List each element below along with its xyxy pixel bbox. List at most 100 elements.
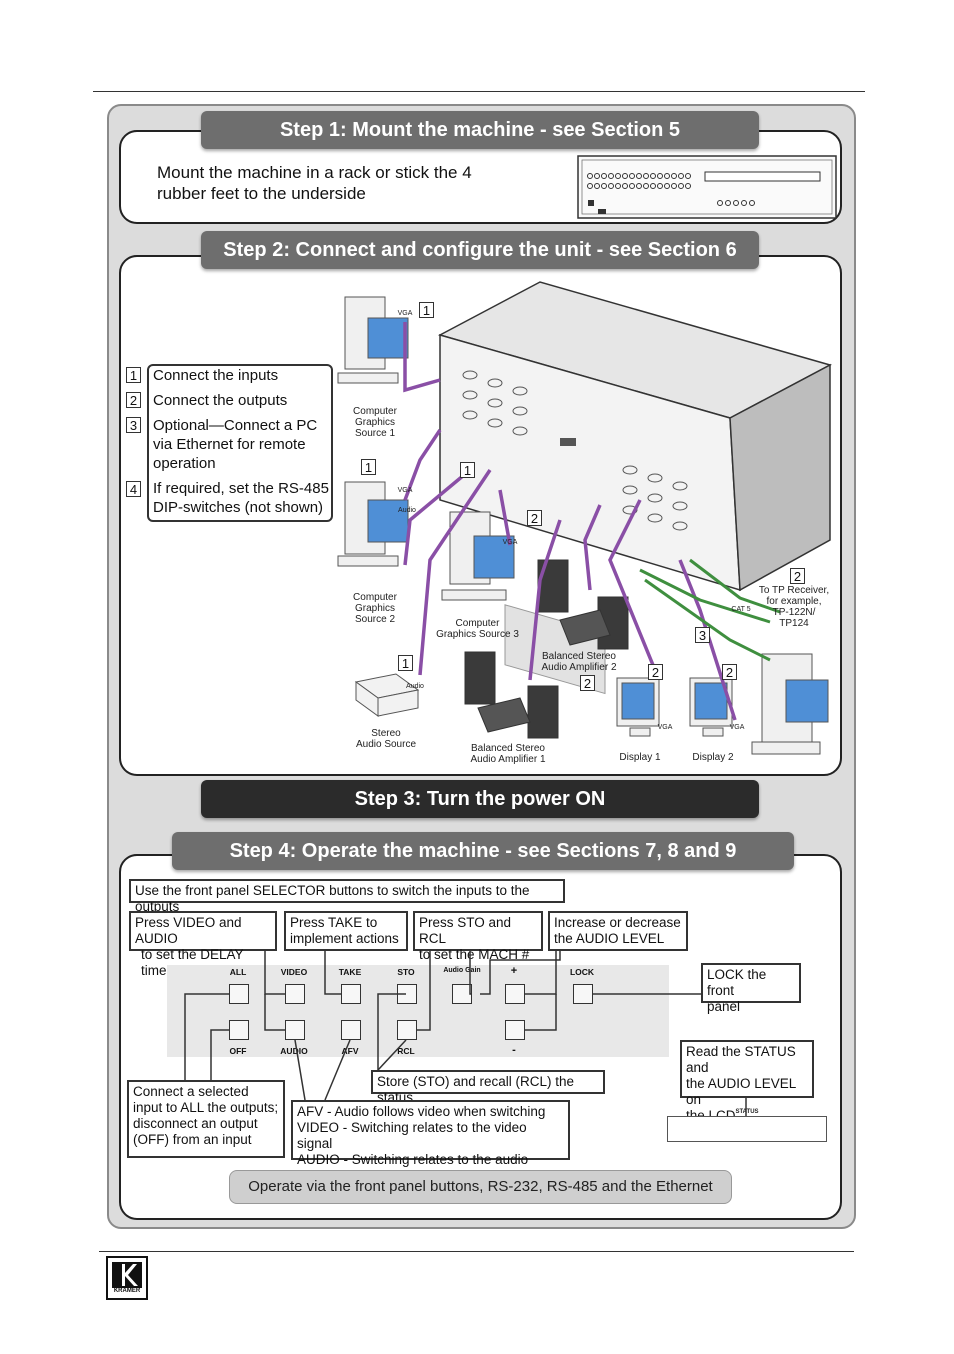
take-note-line1: Press TAKE to (290, 915, 378, 930)
step2-legend-box (147, 364, 333, 522)
callout-3-a: 3 (695, 627, 710, 643)
cg1-line1: Computer (353, 406, 397, 417)
lock-button[interactable] (573, 984, 593, 1004)
stereo-line2: Audio Source (355, 739, 417, 750)
store-note: Store (STO) and recall (RCL) the status (371, 1070, 605, 1105)
cg2-label: Computer Graphics Source 2 (340, 592, 410, 625)
take-note-line2: implement actions (290, 931, 399, 946)
status-lcd (667, 1116, 827, 1142)
label-afv: AFV (341, 1046, 359, 1056)
video-button[interactable] (285, 984, 305, 1004)
callout-2-a: 2 (527, 510, 542, 526)
status-note-line1: Read the STATUS and (686, 1044, 796, 1075)
vga-tag-1: VGA (397, 310, 413, 317)
label-minus: - (512, 1044, 516, 1056)
label-video: VIDEO (280, 967, 308, 977)
mach-note-line2: to set the MACH # (419, 947, 530, 962)
step2-title: Step 2: Connect and configure the unit -… (223, 239, 737, 261)
legend-text-4b: DIP-switches (not shown) (153, 499, 324, 516)
label-take: TAKE (338, 967, 362, 977)
legend-text-2: Connect the outputs (153, 392, 288, 409)
rcl-button[interactable] (397, 1020, 417, 1040)
connect-note: Connect a selected input to ALL the outp… (127, 1080, 285, 1158)
delay-note: Press VIDEO and AUDIO to set the DELAY t… (129, 911, 277, 978)
step3-banner: Step 3: Turn the power ON (201, 780, 759, 818)
legend-text-3b: via Ethernet for remote (153, 436, 306, 453)
connect-note-line4: (OFF) from an input (133, 1132, 252, 1147)
kramer-logo-text: KRAMER (113, 1288, 141, 1294)
callout-1-a: 1 (419, 302, 434, 318)
cg2-line1: Computer (353, 592, 397, 603)
connect-note-line1: Connect a selected (133, 1084, 249, 1099)
kramer-logo: KRAMER (106, 1256, 148, 1300)
plus-button[interactable] (505, 984, 525, 1004)
legend-num-1: 1 (126, 367, 141, 383)
all-button[interactable] (229, 984, 249, 1004)
cg3-line1: Computer (455, 618, 500, 629)
take-note: Press TAKE to implement actions (284, 911, 408, 951)
tp-line4: TP124 (779, 618, 809, 629)
minus-button[interactable] (505, 1020, 525, 1040)
tp-line3: TP-122N/ (772, 607, 816, 618)
legend-text-1: Connect the inputs (153, 367, 279, 384)
audio-tag-2: Audio (406, 683, 424, 690)
sto-button[interactable] (397, 984, 417, 1004)
callout-2-c: 2 (648, 664, 663, 680)
audio-gain-button[interactable] (452, 984, 472, 1004)
amp1-label: Balanced Stereo Audio Amplifier 1 (462, 743, 554, 765)
tp-line2: for example, (766, 596, 822, 607)
mach-note-line1: Press STO and RCL (419, 915, 512, 946)
connect-note-line3: disconnect an output (133, 1116, 258, 1131)
label-audio: AUDIO (280, 1046, 308, 1056)
step2-banner: Step 2: Connect and configure the unit -… (201, 231, 759, 269)
vga-tag-3: VGA (502, 539, 518, 546)
afv-note-line1: AFV - Audio follows video when switching (297, 1104, 546, 1119)
operate-note: Operate via the front panel buttons, RS-… (229, 1170, 732, 1204)
label-lock: LOCK (569, 967, 595, 977)
label-all: ALL (229, 967, 247, 977)
display1-label: Display 1 (619, 752, 661, 763)
amp2-line1: Balanced Stereo (542, 651, 616, 662)
legend-text-4a: If required, set the RS-485 (153, 480, 329, 497)
step4-banner: Step 4: Operate the machine - see Sectio… (172, 832, 794, 870)
callout-2-e: 2 (790, 568, 805, 584)
callout-1-c: 1 (460, 462, 475, 478)
take-button[interactable] (341, 984, 361, 1004)
label-audio-gain: Audio Gain (443, 967, 481, 974)
header-rule (93, 91, 865, 92)
status-note: Read the STATUS and the AUDIO LEVEL on t… (680, 1040, 814, 1123)
vga-tag-5: VGA (729, 724, 745, 731)
lock-note: LOCK the front panel (701, 963, 801, 1014)
step1-text-line2: rubber feet to the underside (157, 184, 366, 203)
connect-note-line2: input to ALL the outputs; (133, 1100, 279, 1115)
tp-line1: To TP Receiver, (758, 585, 830, 596)
afv-button[interactable] (341, 1020, 361, 1040)
afv-note: AFV - Audio follows video when switching… (291, 1100, 570, 1183)
delay-note-line2: to set the DELAY time (141, 947, 244, 978)
afv-note-line2: VIDEO - Switching relates to the video s… (297, 1120, 527, 1151)
cg3-line2: Graphics Source 3 (436, 629, 519, 640)
level-note: Increase or decrease the AUDIO LEVEL (548, 911, 688, 951)
off-button[interactable] (229, 1020, 249, 1040)
legend-text-3a: Optional—Connect a PC (153, 417, 318, 434)
legend-num-3: 3 (126, 417, 141, 433)
step3-title: Step 3: Turn the power ON (354, 788, 606, 810)
legend-num-4: 4 (126, 481, 141, 497)
tp-receiver-label: To TP Receiver, for example, TP-122N/ TP… (752, 585, 836, 629)
audio-button[interactable] (285, 1020, 305, 1040)
step1-text-line1: Mount the machine in a rack or stick the… (157, 163, 472, 182)
cg2-line2: Graphics (354, 603, 395, 614)
status-lcd-label: STATUS (735, 1109, 759, 1115)
label-off: OFF (229, 1046, 247, 1056)
step1-banner: Step 1: Mount the machine - see Section … (201, 111, 759, 149)
delay-note-line1: Press VIDEO and AUDIO (135, 915, 242, 946)
amp1-line1: Balanced Stereo (471, 743, 545, 754)
cg1-line2: Graphics (354, 417, 395, 428)
stereo-label: Stereo Audio Source (346, 728, 426, 750)
selector-note: Use the front panel SELECTOR buttons to … (129, 879, 565, 914)
amp2-label: Balanced Stereo Audio Amplifier 2 (533, 651, 625, 673)
amp2-line2: Audio Amplifier 2 (541, 662, 617, 673)
level-note-line1: Increase or decrease (554, 915, 681, 930)
callout-2-b: 2 (580, 675, 595, 691)
callout-1-d: 1 (398, 655, 413, 671)
